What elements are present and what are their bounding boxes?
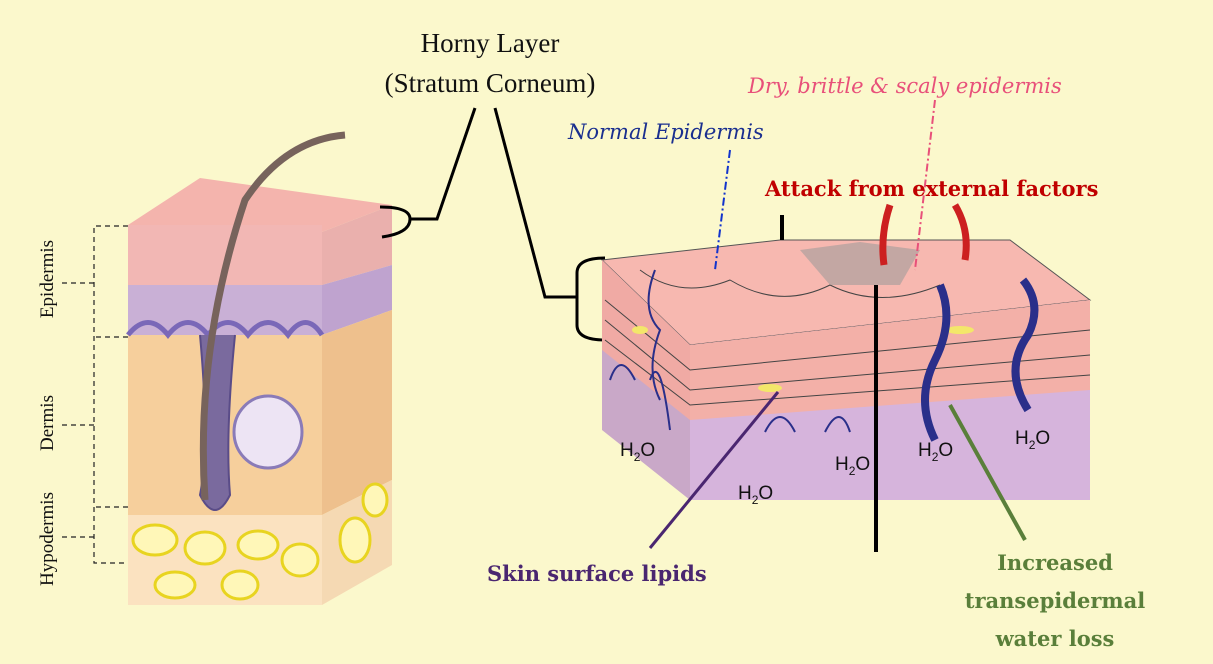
h2o-label: H2O bbox=[738, 483, 774, 507]
horny-layer-callout bbox=[379, 107, 606, 342]
lipids-pointer bbox=[648, 391, 780, 549]
tewl-arrows bbox=[921, 277, 1039, 442]
layer-brackets bbox=[62, 225, 128, 564]
dry-epidermis-label: Dry, brittle & scaly epidermis bbox=[748, 74, 1062, 98]
label-dermis: Dermis bbox=[37, 395, 58, 451]
tewl-label: Increased transepidermal water loss bbox=[940, 544, 1170, 658]
h2o-label: H2O bbox=[918, 440, 954, 464]
tewl-line2: transepidermal bbox=[964, 588, 1146, 613]
normal-pointer bbox=[714, 149, 731, 271]
skin-cross-section bbox=[126, 131, 392, 605]
attack-label: Attack from external factors bbox=[765, 176, 1099, 201]
title-line2: (Stratum Corneum) bbox=[384, 68, 596, 98]
attack-arrows bbox=[879, 203, 970, 266]
h2o-label: H2O bbox=[620, 440, 656, 464]
title-line1: Horny Layer bbox=[420, 28, 560, 58]
h2o-label: H2O bbox=[835, 454, 871, 478]
normal-epidermis-label: Normal Epidermis bbox=[568, 120, 764, 144]
tewl-line1: Increased bbox=[997, 550, 1113, 575]
h2o-label: H2O bbox=[1015, 428, 1051, 452]
label-epidermis: Epidermis bbox=[37, 239, 58, 319]
label-hypodermis: Hypodermis bbox=[37, 492, 58, 586]
tewl-pointer bbox=[948, 404, 1027, 541]
lipids-label: Skin surface lipids bbox=[487, 561, 707, 586]
tewl-line3: water loss bbox=[995, 626, 1115, 651]
dry-pointer bbox=[914, 99, 936, 271]
water-arrows bbox=[609, 269, 851, 433]
epidermis-block bbox=[600, 239, 1092, 500]
